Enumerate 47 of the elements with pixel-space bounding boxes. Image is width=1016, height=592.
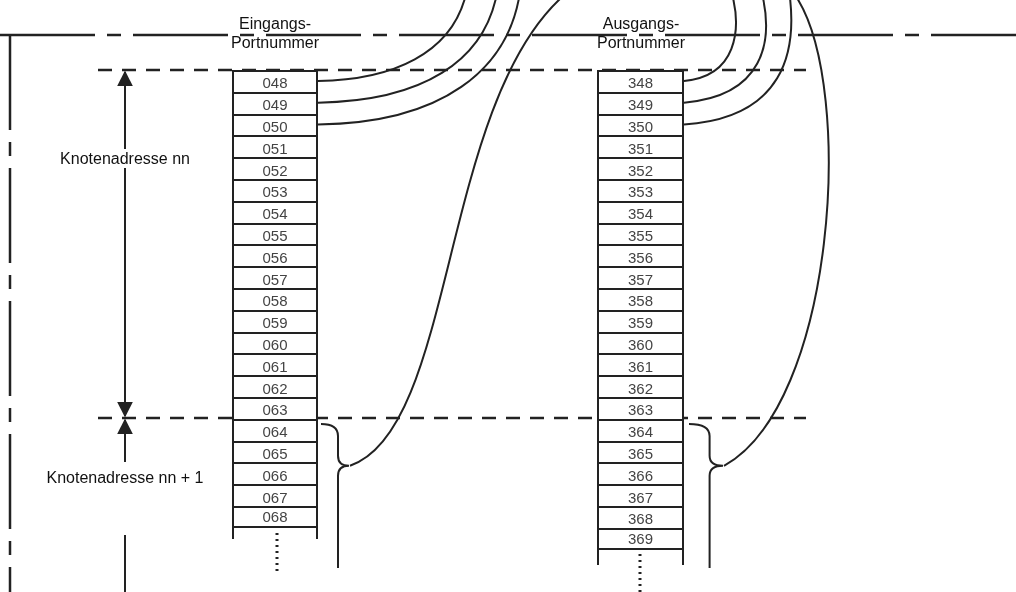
port-number-cell: 058 [232, 288, 318, 312]
port-number-cell: 367 [597, 484, 684, 508]
curly-brace [320, 422, 350, 568]
connector-line [683, 0, 737, 82]
port-number-cell: 364 [597, 418, 684, 443]
port-number-cell: 357 [597, 266, 684, 290]
port-number-cell: 051 [232, 135, 318, 160]
port-number-cell: 349 [597, 91, 684, 116]
port-number-cell: 062 [232, 375, 318, 399]
connector-line [317, 0, 520, 126]
port-number-cell: 359 [597, 309, 684, 334]
port-number-cell: 053 [232, 179, 318, 203]
port-number-cell: 362 [597, 375, 684, 399]
connector-line [723, 0, 830, 467]
port-number-cell: 068 [232, 506, 318, 528]
port-number-cell: 363 [597, 397, 684, 421]
curly-brace [688, 422, 724, 568]
port-number-cell: 348 [597, 70, 684, 94]
port-number-cell: 361 [597, 353, 684, 378]
port-number-cell: 057 [232, 266, 318, 290]
port-number-cell: 061 [232, 353, 318, 378]
port-number-cell: 067 [232, 484, 318, 508]
connector-line [349, 0, 562, 467]
port-number-cell: 354 [597, 200, 684, 225]
port-number-cell: 064 [232, 418, 318, 443]
port-number-cell: 048 [232, 70, 318, 94]
port-number-cell: 351 [597, 135, 684, 160]
port-number-cell: 352 [597, 157, 684, 181]
port-number-cell: 049 [232, 91, 318, 116]
port-number-cell: 358 [597, 288, 684, 312]
port-number-cell: 353 [597, 179, 684, 203]
text-label: Ausgangs- Portnummer [596, 14, 686, 52]
port-number-cell: 063 [232, 397, 318, 421]
port-number-cell: 368 [597, 506, 684, 530]
text-label: Eingangs- Portnummer [230, 14, 320, 52]
connector-line [317, 0, 466, 82]
port-number-cell: 054 [232, 200, 318, 225]
port-number-cell: 052 [232, 157, 318, 181]
port-number-cell: 366 [597, 462, 684, 487]
port-number-cell: 066 [232, 462, 318, 487]
connector-line [317, 0, 497, 104]
port-number-cell: 059 [232, 309, 318, 334]
port-number-cell: 056 [232, 244, 318, 269]
connector-line [683, 0, 767, 104]
port-number-cell: 369 [597, 527, 684, 550]
connector-line [683, 0, 793, 126]
port-number-cell: 356 [597, 244, 684, 269]
